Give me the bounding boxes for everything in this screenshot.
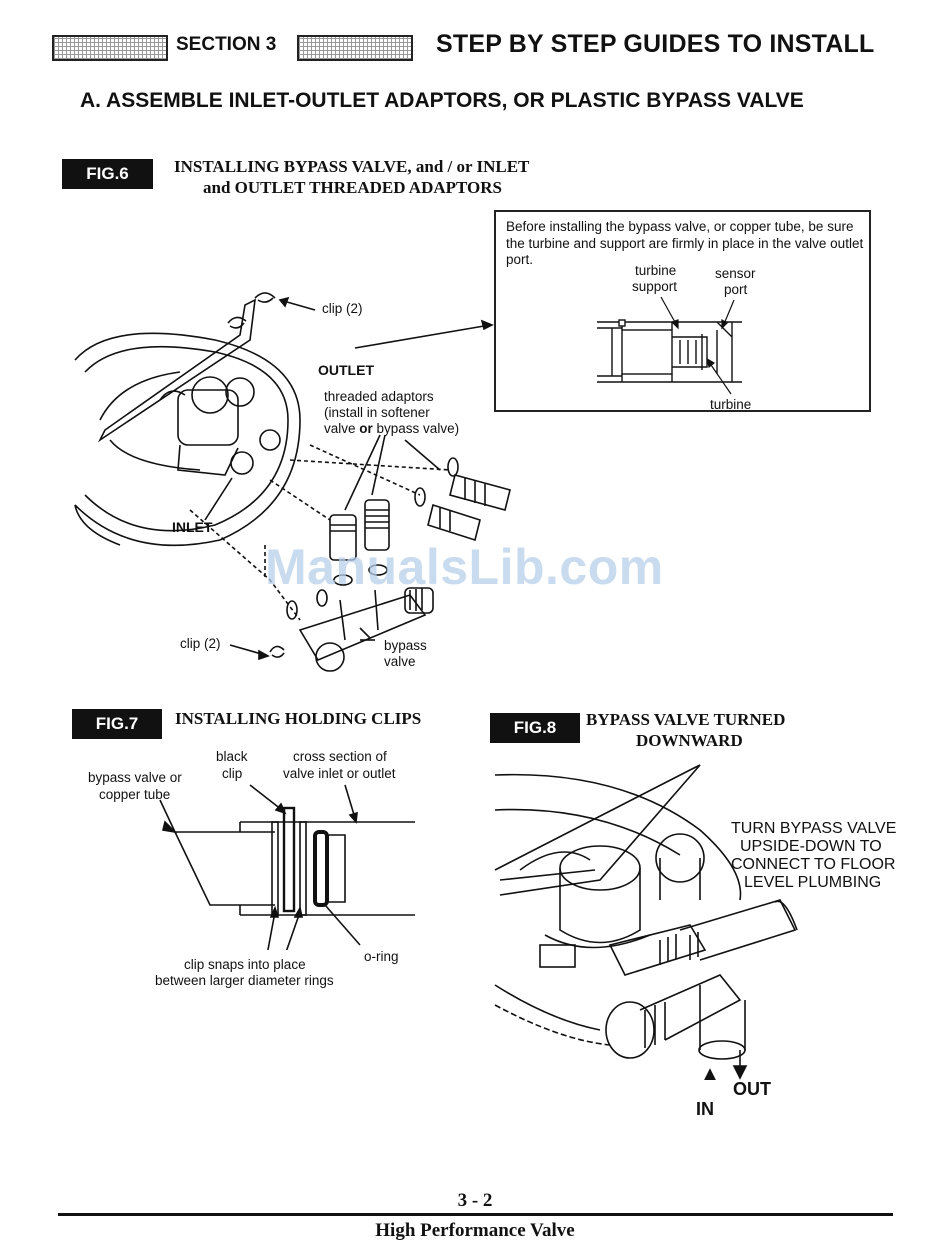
fig6-illustration [74,292,511,672]
fig7-tag: FIG.7 [72,709,162,739]
page-number: 3 - 2 [457,1190,493,1211]
footer-divider [58,1213,893,1216]
header-hatch-left [52,35,168,61]
fig7-label-black-clip-1: black [216,749,248,764]
header-hatch-right [297,35,413,61]
section-subtitle: A. ASSEMBLE INLET-OUTLET ADAPTORS, OR PL… [80,89,804,112]
fig8-note-3: CONNECT TO FLOOR [731,856,896,873]
watermark: ManualsLib.com [265,539,664,595]
fig7-label-cross-2: valve inlet or outlet [283,766,396,781]
fig6-note-text: Before installing the bypass valve, or c… [506,219,864,267]
fig6-label-threaded-1: threaded adaptors [324,389,434,404]
fig7-label-snap-2: between larger diameter rings [155,973,334,988]
fig6-label-threaded-2: (install in softener [324,405,430,420]
page-title: STEP BY STEP GUIDES TO INSTALL [436,30,875,58]
fig6-label-threaded-3c: bypass valve) [372,421,460,436]
fig6-label-bypass-1: bypass [384,638,427,653]
fig6-tag: FIG.6 [62,159,153,189]
fig8-label-in: IN [696,1099,714,1119]
fig6-label-threaded-3a: valve [324,421,360,436]
fig8-note-1: TURN BYPASS VALVE [731,820,897,837]
fig6-caption-line2: and OUTLET THREADED ADAPTORS [203,178,503,197]
fig7-label-snap-1: clip snaps into place [184,957,306,972]
fig8-tag: FIG.8 [490,713,580,743]
fig6-label-outlet: OUTLET [318,362,374,378]
fig8-caption-line2: DOWNWARD [636,731,743,750]
fig6-label-inlet: INLET [172,519,213,535]
fig7-label-black-clip-2: clip [222,766,243,781]
fig7-caption: INSTALLING HOLDING CLIPS [175,709,422,728]
fig8-caption-line1: BYPASS VALVE TURNED [586,710,786,729]
note-label-turbine-support-2: support [632,279,678,294]
fig6-label-clip-top: clip (2) [322,301,363,316]
note-leader-lines [660,296,735,395]
fig6-label-clip-bottom: clip (2) [180,636,221,651]
note-label-turbine-support-1: turbine [635,263,677,278]
note-label-turbine: turbine [710,397,752,412]
fig7-label-oring: o-ring [364,949,399,964]
fig8-note-4: LEVEL PLUMBING [744,874,882,891]
fig6-label-bypass-2: valve [384,654,416,669]
footer-title: High Performance Valve [375,1220,575,1241]
fig8-label-out: OUT [733,1079,771,1099]
fig7-label-bypass-1: bypass valve or [88,770,182,785]
fig7-label-bypass-2: copper tube [99,787,171,802]
turbine-cross-section [597,319,742,383]
note-label-sensor-port-1: sensor [715,266,756,281]
fig6-label-threaded-or: or [359,421,373,436]
section-label: SECTION 3 [176,34,277,55]
fig6-label-threaded-3: valve or bypass valve) [324,421,459,437]
fig7-label-cross-1: cross section of [293,749,387,764]
fig8-illustration [494,764,798,1080]
fig6-note-box: Before installing the bypass valve, or c… [494,210,871,412]
fig7-illustration [159,784,415,950]
fig8-note-2: UPSIDE-DOWN TO [740,838,882,855]
fig6-caption-line1: INSTALLING BYPASS VALVE, and / or INLET [174,157,530,176]
note-label-sensor-port-2: port [724,282,748,297]
